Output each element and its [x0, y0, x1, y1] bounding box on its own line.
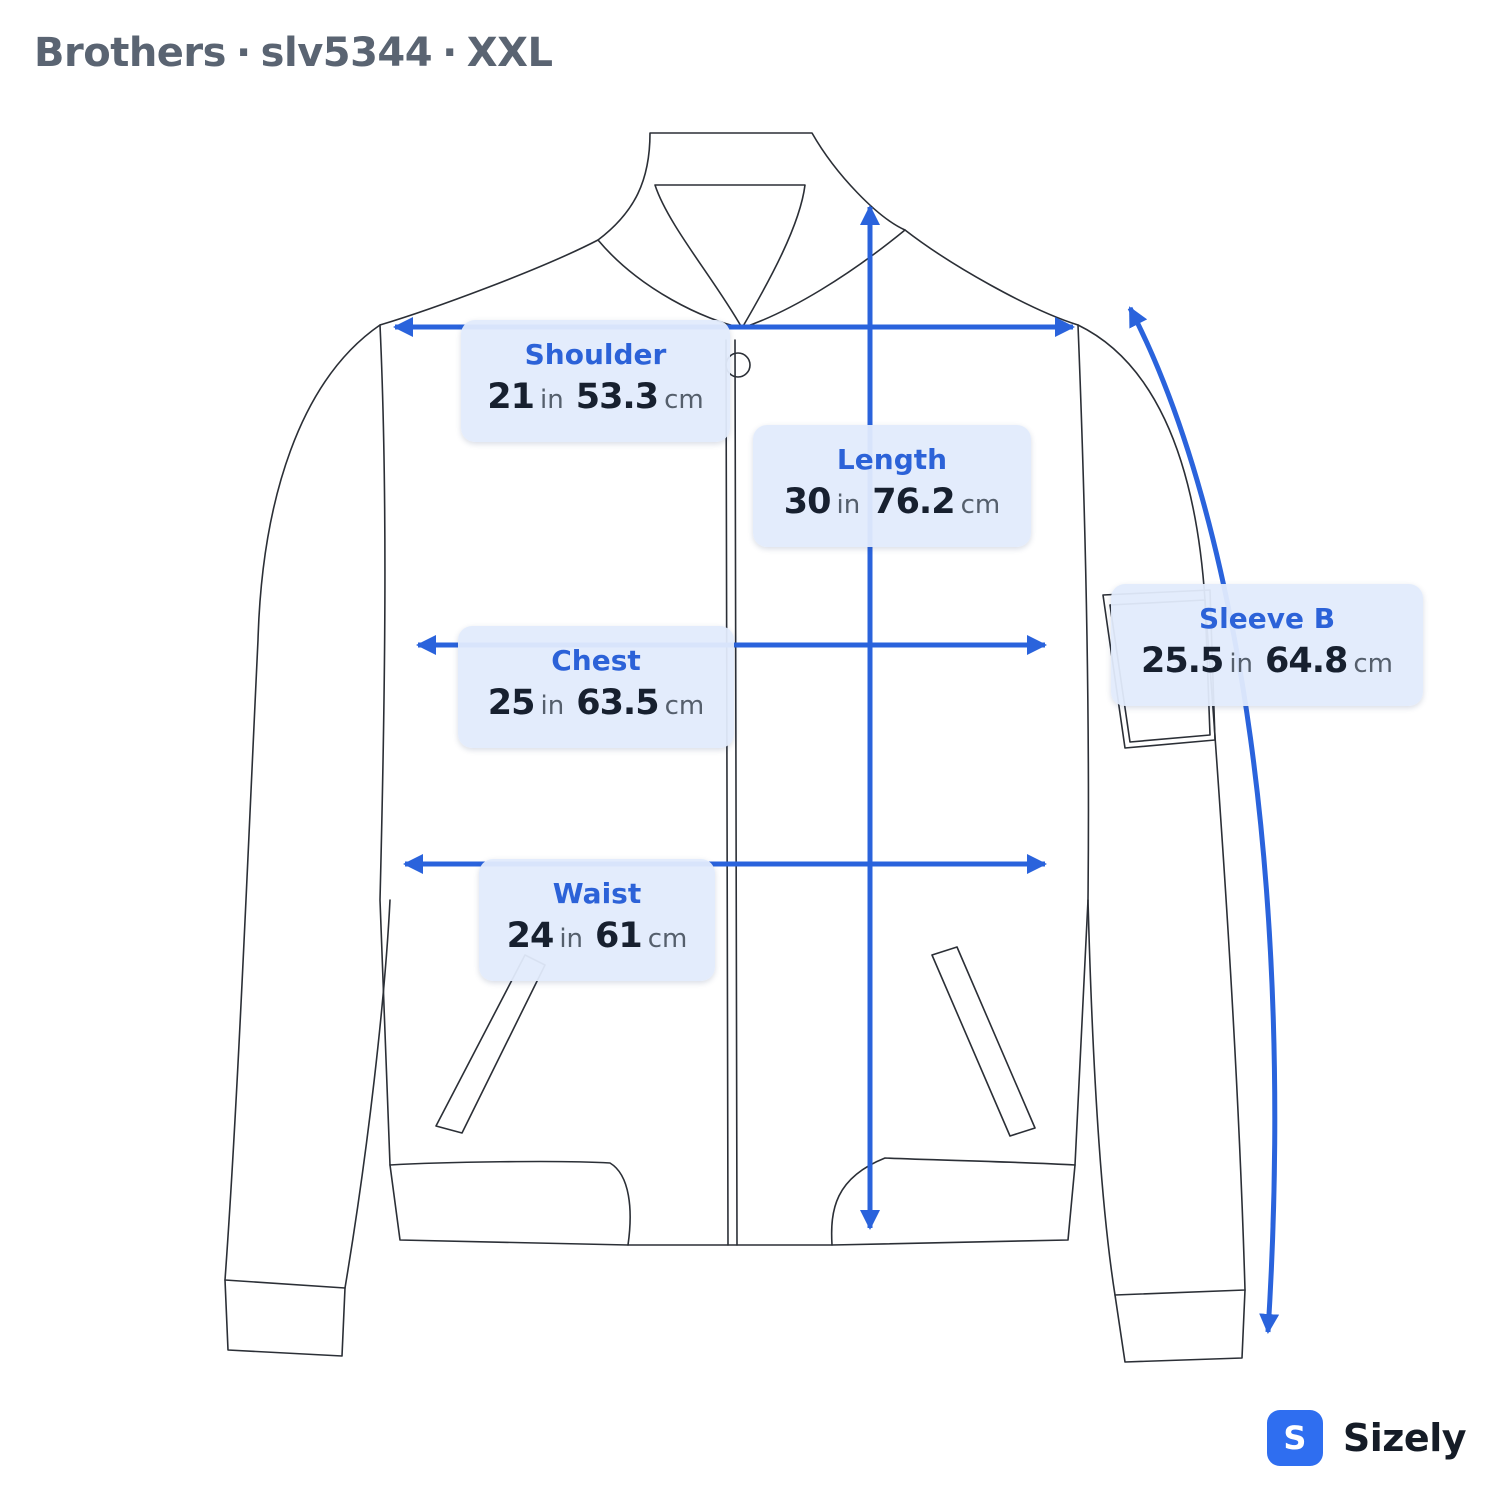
measurement-cm: 76.2: [872, 482, 955, 522]
unit-cm: cm: [664, 691, 705, 721]
sleeve-arrow: [1127, 306, 1280, 1334]
measurement-cm: 64.8: [1265, 641, 1348, 681]
zipper-line: [725, 339, 738, 1246]
left-welt-pocket: [435, 954, 546, 1134]
sizely-logo-icon: S: [1266, 1410, 1323, 1466]
right-cuff: [1114, 1289, 1246, 1363]
measurement-inches: 25: [487, 683, 536, 723]
measurement-name: Chest: [551, 644, 641, 677]
product-sku: slv5344: [260, 30, 433, 76]
brand-name: Brothers: [34, 30, 226, 76]
unit-in: in: [1229, 649, 1254, 679]
measurement-name: Sleeve B: [1198, 602, 1336, 635]
measurement-inches: 21: [487, 377, 535, 417]
measurement-name: Shoulder: [524, 338, 667, 371]
page-title: Brothers·slv5344·XXL: [34, 30, 553, 76]
right-sleeve-outline: [1077, 324, 1246, 1296]
body-outline: [379, 229, 1090, 1246]
measurement-inches: 24: [506, 916, 555, 956]
measurement-inches: 25.5: [1140, 641, 1224, 681]
title-separator: ·: [442, 30, 457, 76]
collar-outline: [597, 132, 906, 329]
sizely-wordmark: Sizely: [1342, 1416, 1467, 1460]
unit-cm: cm: [664, 385, 704, 415]
unit-in: in: [540, 691, 565, 721]
measurement-name: Waist: [552, 877, 642, 910]
product-size: XXL: [466, 30, 553, 76]
unit-in: in: [540, 385, 564, 415]
measurement-inches: 30: [783, 482, 832, 522]
bomber-jacket-icon: [224, 132, 1246, 1363]
unit-cm: cm: [960, 490, 1001, 520]
sizely-brand: S Sizely: [1266, 1410, 1467, 1466]
unit-in: in: [559, 924, 584, 954]
measurement-cm: 53.3: [575, 377, 659, 417]
hem-band: [389, 1164, 1076, 1246]
unit-cm: cm: [1353, 649, 1394, 679]
unit-in: in: [836, 490, 861, 520]
left-sleeve-outline: [224, 324, 391, 1289]
left-cuff: [224, 1279, 346, 1357]
right-welt-pocket: [931, 946, 1036, 1137]
unit-cm: cm: [647, 924, 688, 954]
measurement-cm: 61: [595, 916, 643, 956]
measurement-name: Length: [836, 443, 948, 476]
measurement-cm: 63.5: [576, 683, 659, 723]
collar-inner: [654, 184, 806, 329]
title-separator: ·: [235, 30, 251, 76]
